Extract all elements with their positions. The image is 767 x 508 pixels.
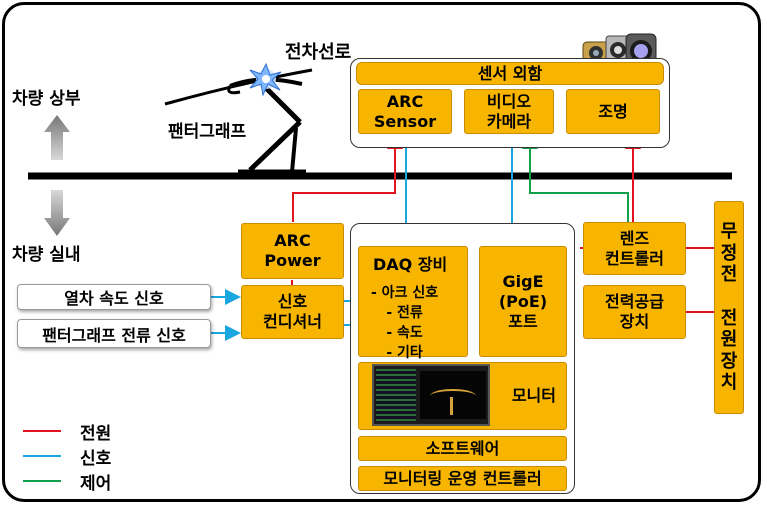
pantograph-icon	[227, 77, 306, 175]
arc-sensor-box: ARC Sensor	[358, 89, 452, 134]
video-camera-box: 비디오 카메라	[464, 89, 554, 134]
power-supply-box: 전력공급 장치	[583, 285, 686, 339]
ups-box: 무 정 전 전 원 장 치	[714, 201, 744, 414]
gige-port-box: GigE (PoE) 포트	[479, 246, 567, 357]
diagram-frame	[2, 2, 761, 502]
daq-item: - 기타	[386, 345, 423, 361]
legend-signal-label: 신호	[80, 449, 112, 469]
legend-control-line	[23, 480, 61, 482]
pantograph-label: 팬터그래프	[168, 122, 247, 142]
daq-item: - 속도	[386, 325, 423, 341]
lens-controller-box: 렌즈 컨트롤러	[583, 222, 686, 275]
signal-conditioner-box: 신호 컨디셔너	[241, 285, 344, 339]
overhead-wire	[164, 68, 313, 106]
legend-power-label: 전원	[80, 424, 112, 444]
legend-signal-line	[23, 455, 61, 457]
software-box: 소프트웨어	[358, 436, 567, 461]
daq-items: - 아크 신호 - 전류 - 속도 - 기타	[371, 283, 438, 363]
vehicle-top-label: 차량 상부	[12, 89, 81, 109]
monitor-screen-icon	[372, 364, 490, 426]
controller-title: 모니터링 운영 컨트롤러	[358, 466, 567, 491]
daq-title: DAQ 장비	[373, 255, 448, 274]
vehicle-inside-label: 차량 실내	[12, 245, 81, 265]
sensor-housing-title: 센서 외함	[356, 62, 664, 85]
lighting-box: 조명	[566, 89, 660, 134]
overhead-line-label: 전차선로	[285, 42, 352, 63]
down-arrow-icon	[44, 190, 70, 236]
daq-item: - 전류	[386, 305, 423, 321]
daq-box: DAQ 장비 - 아크 신호 - 전류 - 속도 - 기타	[358, 246, 468, 361]
train-speed-input: 열차 속도 신호	[17, 284, 211, 310]
up-arrow-icon	[44, 115, 70, 160]
legend-control-label: 제어	[80, 474, 112, 494]
arc-spark-icon	[249, 62, 282, 97]
arc-power-box: ARC Power	[241, 223, 344, 279]
daq-item: - 아크 신호	[371, 285, 439, 301]
panto-current-input: 팬터그래프 전류 신호	[17, 319, 211, 348]
monitor-label: 모니터	[511, 386, 556, 405]
legend-power-line	[23, 430, 61, 432]
